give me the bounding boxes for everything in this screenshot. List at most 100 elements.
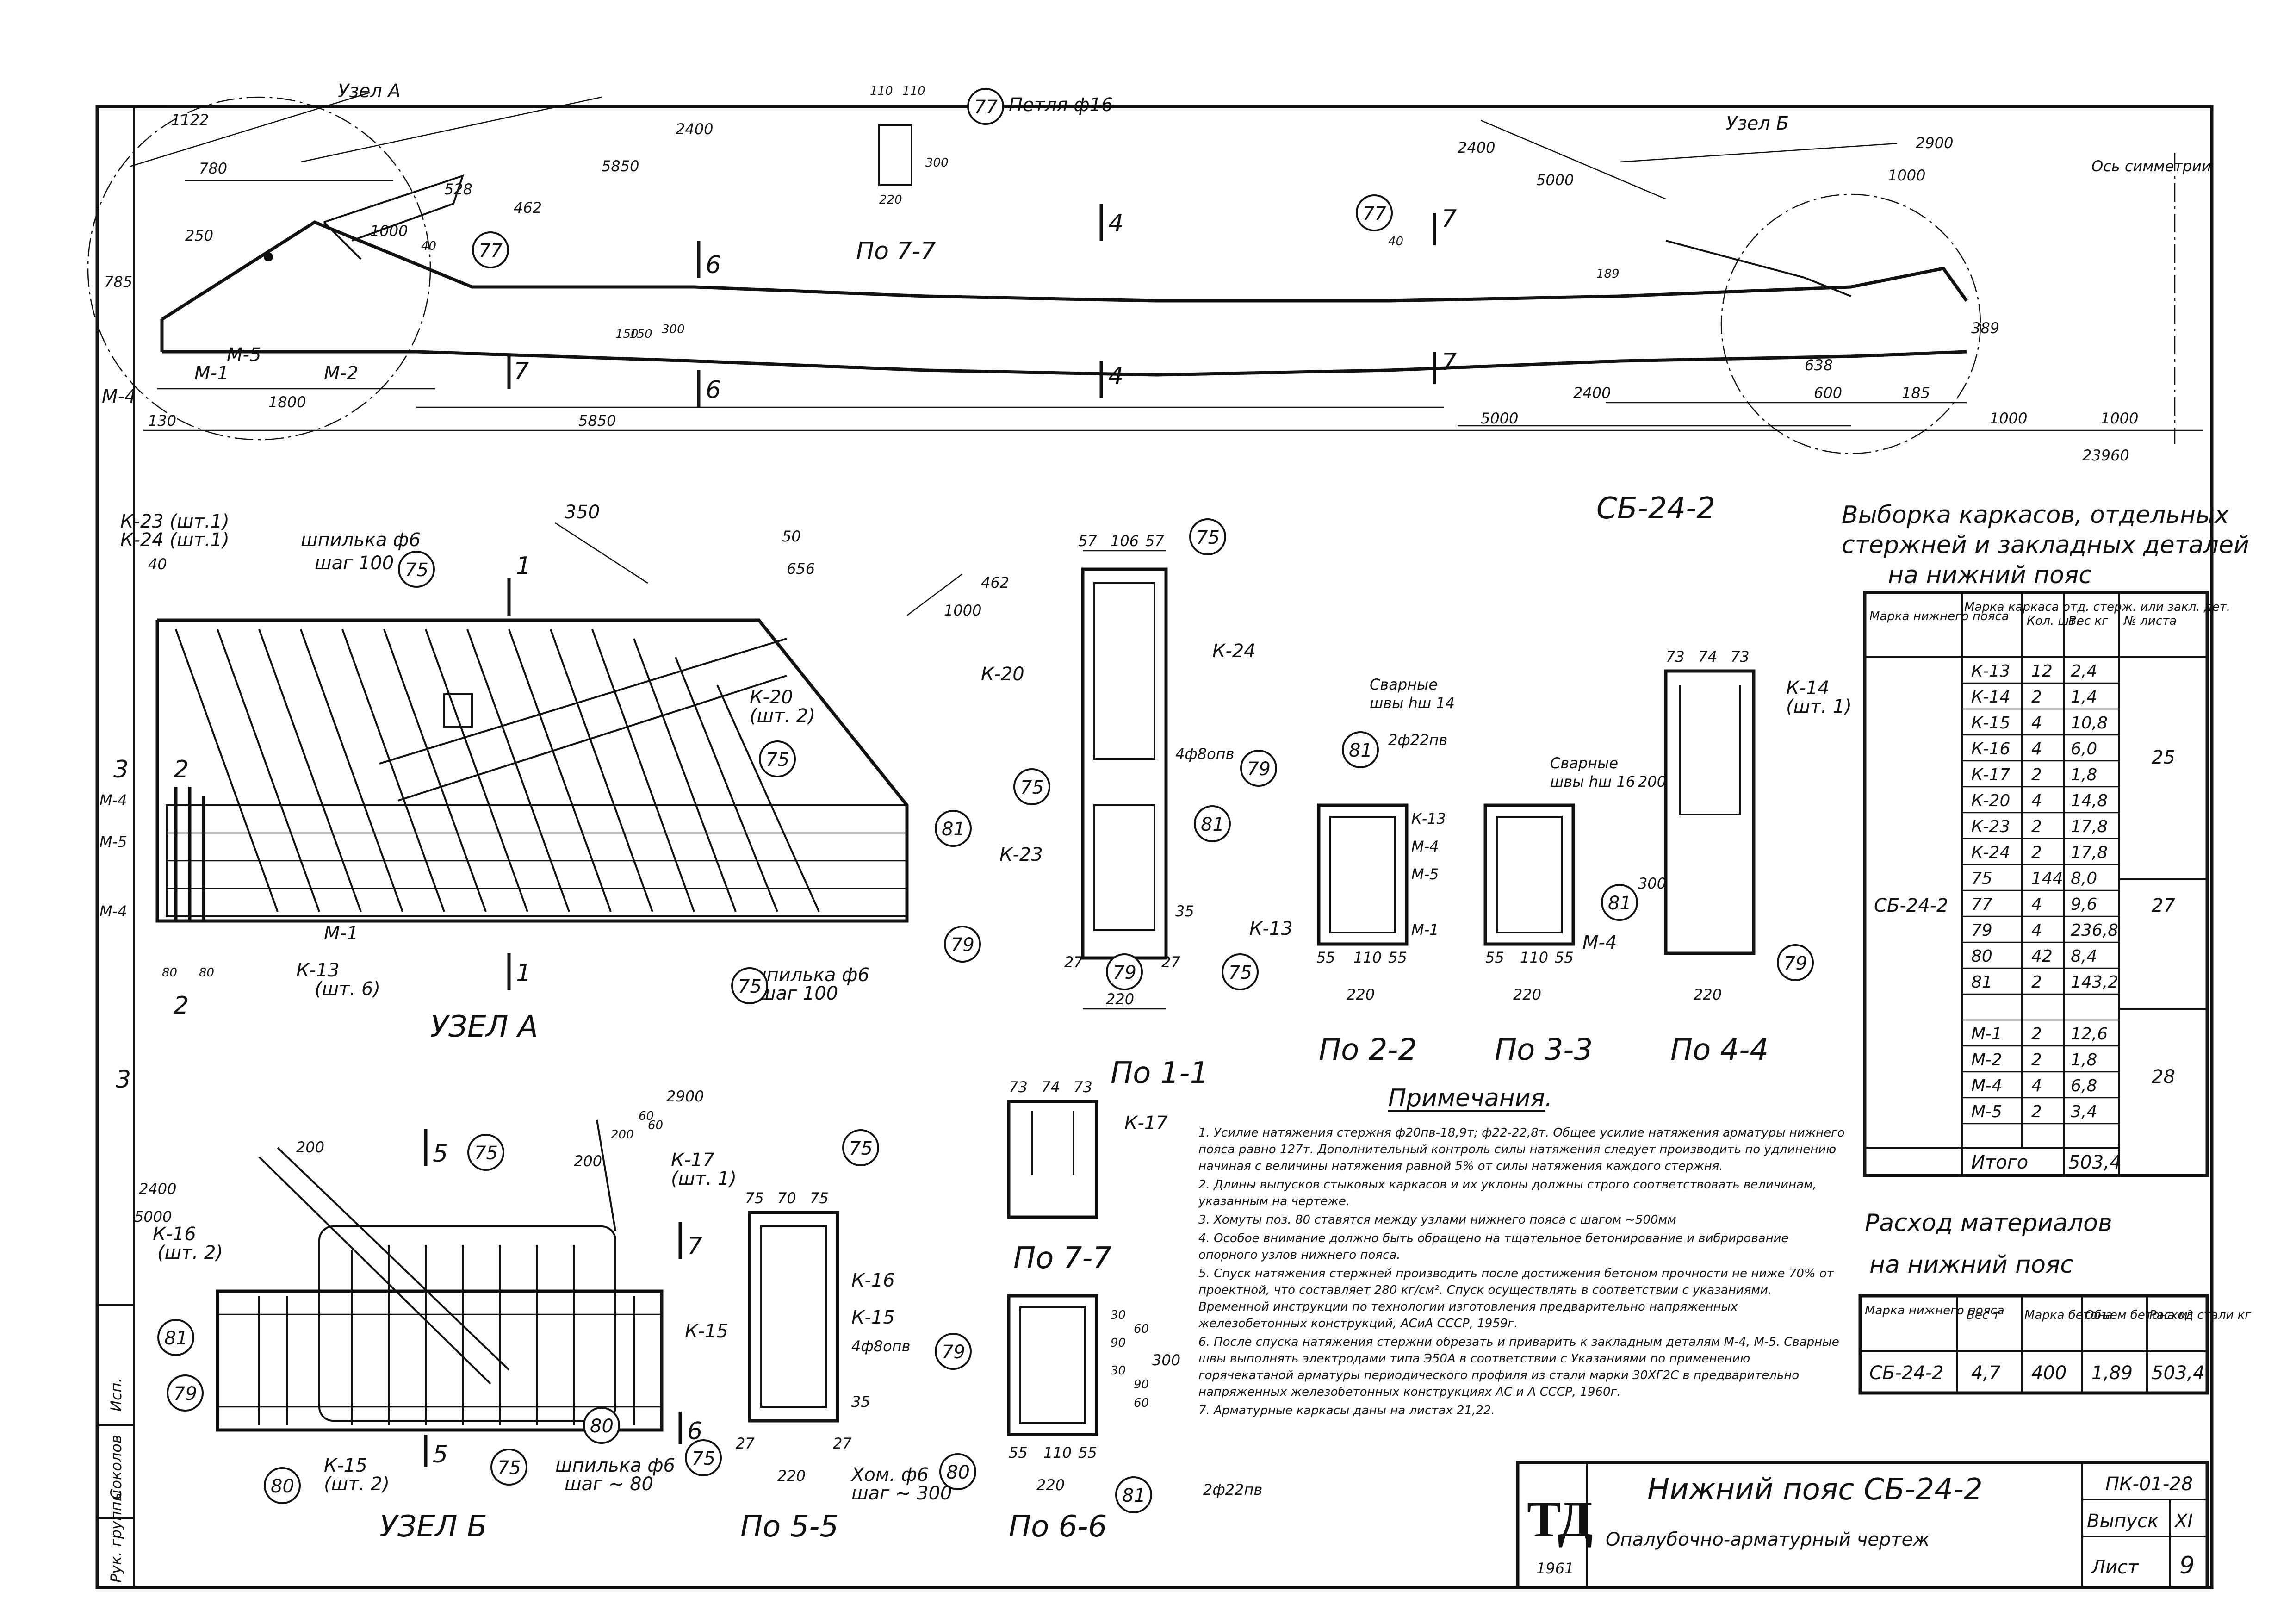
table1-cell: К-20 [1971,791,2010,810]
svg-text:4,7: 4,7 [1971,1362,2001,1384]
svg-text:Марка бетона: Марка бетона [2024,1308,2113,1322]
svg-text:77: 77 [479,240,503,261]
svg-text:Лист: Лист [2091,1557,2139,1578]
logo: ТД [1527,1491,1593,1548]
svg-text:55: 55 [1078,1444,1097,1461]
svg-text:220: 220 [1513,986,1541,1003]
svg-text:7: 7 [687,1232,702,1260]
svg-text:5: 5 [433,1441,448,1468]
svg-text:35: 35 [1175,902,1194,920]
svg-text:55: 55 [1388,949,1407,966]
note-5: 5. Спуск натяжения стержней производить … [1198,1267,1834,1331]
svg-text:200: 200 [296,1138,324,1156]
svg-text:3: 3 [116,1066,131,1094]
svg-text:М-4: М-4 [99,791,127,809]
table1-cell: 2 [2031,765,2042,784]
table1-total-label: Итого [1971,1152,2028,1173]
svg-text:28: 28 [2152,1066,2175,1088]
svg-text:(шт. 2): (шт. 2) [750,705,815,727]
svg-text:7: 7 [514,358,529,386]
view-title-node-b: УЗЕЛ Б [379,1510,487,1544]
note-6: 6. После спуска натяжения стержни обреза… [1198,1335,1839,1399]
svg-text:Вес кг: Вес кг [2068,614,2108,628]
svg-text:Выпуск: Выпуск [2087,1511,2159,1532]
view-title-5-5: По 5-5 [740,1510,838,1544]
svg-text:220: 220 [1106,990,1134,1008]
svg-text:462: 462 [514,199,542,217]
section-2-2: По 2-2 Сварные швы hш 14 2ф22пв К-13 К-1… [1240,676,1455,1067]
svg-text:2ф22пв: 2ф22пв [1388,731,1447,749]
svg-text:79: 79 [1113,962,1136,983]
svg-text:К-13: К-13 [1249,918,1293,939]
section-3-3: По 3-3 Сварные швы hш 16 М-4 55 110 55 2… [1483,754,1635,1067]
svg-text:350: 350 [565,502,600,523]
svg-text:200: 200 [1638,773,1666,790]
title-block: ТД 1961 Нижний пояс СБ-24-2 Опалубочно-а… [1516,1461,2209,1589]
table1-cell: 14,8 [2071,791,2108,810]
svg-text:300: 300 [1638,875,1666,892]
svg-text:К-24: К-24 [1212,640,1256,662]
svg-text:73: 73 [1009,1078,1028,1096]
svg-text:К-14: К-14 [1786,678,1830,699]
svg-text:75: 75 [745,1189,764,1207]
svg-text:80: 80 [590,1416,614,1437]
svg-text:М-4: М-4 [99,902,127,920]
svg-text:75: 75 [766,749,789,771]
note-7: 7. Арматурные каркасы даны на листах 21,… [1198,1404,1495,1418]
svg-text:150: 150 [629,327,652,341]
table1-cell: 6,8 [2071,1076,2097,1095]
svg-text:70: 70 [777,1189,796,1207]
note-4: 4. Особое внимание должно быть обращено … [1198,1231,1789,1262]
svg-text:780: 780 [199,160,227,177]
table1-cell: М-5 [1971,1102,2002,1121]
svg-text:75: 75 [1229,962,1252,983]
svg-text:220: 220 [1694,986,1722,1003]
node-b-stirrups [258,1245,635,1425]
drawing-title: СБ-24-2 [1596,491,1715,526]
series-code: ПК-01-28 [2105,1474,2193,1495]
svg-text:М-5: М-5 [99,833,127,851]
svg-text:40: 40 [421,239,436,253]
title-subtitle: Опалубочно-арматурный чертеж [1606,1529,1930,1550]
table1-cell: 2 [2031,817,2042,836]
callout-77 [967,88,1004,125]
table1-cell: 6,0 [2071,740,2097,759]
svg-text:81: 81 [1608,893,1632,914]
svg-text:73: 73 [1666,648,1685,665]
view-title-6-6: По 6-6 [1009,1510,1107,1544]
svg-text:Объем бетона м³: Объем бетона м³ [2085,1308,2192,1322]
node-b-circle [1720,193,1981,454]
stamp-executor: Исп. [107,1378,125,1412]
svg-text:400: 400 [2031,1362,2066,1384]
svg-text:73: 73 [1731,648,1750,665]
table1-cell: 12,6 [2071,1025,2108,1044]
view-title-7-7-top: По 7-7 [856,237,936,265]
svg-text:27: 27 [2152,895,2175,916]
svg-text:К-16: К-16 [153,1224,196,1245]
svg-text:81: 81 [1349,740,1372,761]
svg-text:80: 80 [199,966,214,980]
node-b-ref: Узел Б [1726,113,1789,134]
table1-cell: 2 [2031,1051,2042,1070]
svg-text:189: 189 [1596,267,1620,281]
svg-text:5000: 5000 [1536,171,1574,189]
section-7-7: По 7-7 К-17 73 74 73 [1007,1078,1168,1275]
svg-text:110: 110 [870,84,893,98]
note-2: 2. Длины выпусков стыковых каркасов и их… [1198,1178,1817,1208]
svg-text:Вес т: Вес т [1967,1308,2000,1322]
svg-text:М-1: М-1 [324,923,358,944]
svg-text:2400: 2400 [1458,139,1495,156]
table1-cell: 81 [1971,973,1992,992]
section-1-1: По 1-1 К-20 К-24 К-23 4ф8опв 57 106 57 2… [981,518,1259,1090]
svg-text:40: 40 [1388,235,1403,249]
loop-label: Петля ф16 [1009,94,1113,116]
issue-number: XI [2174,1511,2193,1532]
svg-text:4ф8опв: 4ф8опв [851,1337,910,1355]
svg-text:300: 300 [1152,1351,1180,1369]
node-a-outline [155,618,909,923]
svg-text:250: 250 [185,227,213,244]
svg-text:1,89: 1,89 [2091,1362,2133,1384]
svg-text:23960: 23960 [2082,447,2129,464]
svg-text:(шт. 1): (шт. 1) [1786,696,1852,717]
